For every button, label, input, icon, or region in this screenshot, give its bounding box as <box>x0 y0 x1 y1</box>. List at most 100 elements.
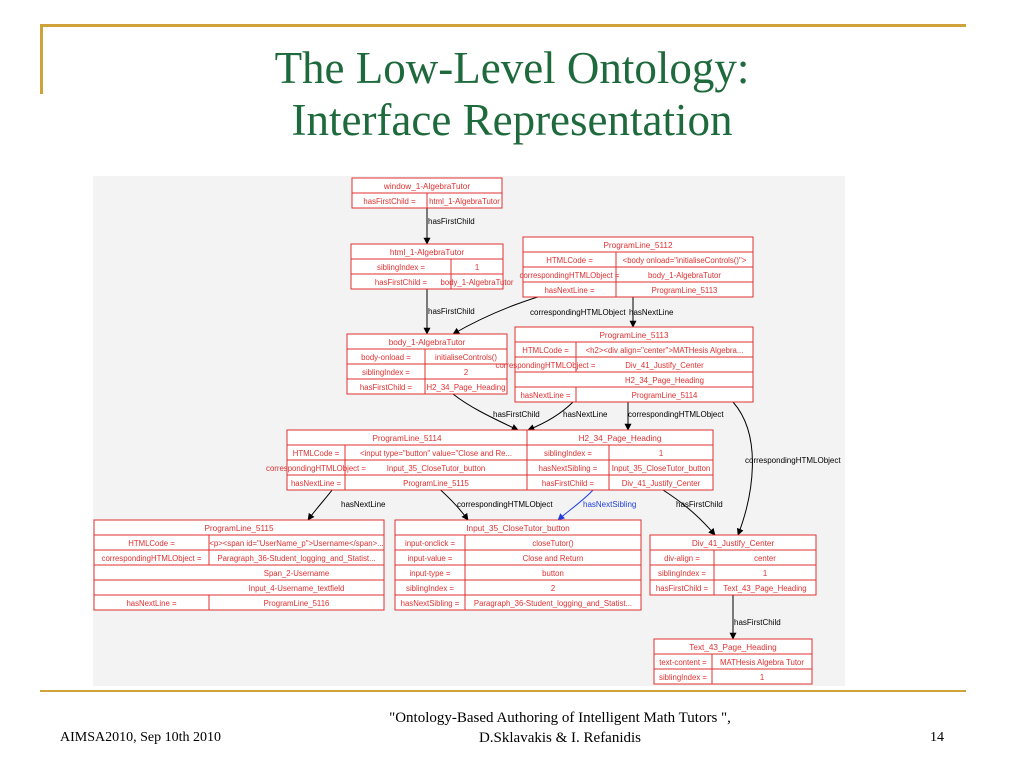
node-title: ProgramLine_5114 <box>372 434 441 443</box>
property-name: siblingIndex = <box>658 569 706 578</box>
property-value: closeTutor() <box>532 539 574 548</box>
property-name: body-onload = <box>361 353 411 362</box>
property-value: Input_35_CloseTutor_button <box>387 464 486 473</box>
edge-label: hasFirstChild <box>734 618 781 627</box>
property-name: hasFirstChild = <box>360 383 413 392</box>
node-box <box>514 326 754 403</box>
footer-divider <box>40 690 966 692</box>
property-name: div-align = <box>664 554 700 563</box>
node-title: Div_41_Justify_Center <box>692 539 775 548</box>
property-value: center <box>754 554 776 563</box>
edge-e7: correspondingHTMLObject <box>624 402 724 431</box>
property-value: Paragraph_36-Student_logging_and_Statist… <box>474 599 632 608</box>
node-input35: Input_35_CloseTutor_buttoninput-onclick … <box>394 519 642 611</box>
property-value: <body onload="initialiseControls()"> <box>623 256 747 265</box>
property-name: correspondingHTMLObject = <box>102 554 202 563</box>
property-value: <p><span id="UserName_p">Username</span>… <box>209 539 383 548</box>
property-name: correspondingHTMLObject = <box>266 464 366 473</box>
edge-line <box>527 401 574 431</box>
property-value: Input_35_CloseTutor_button <box>612 464 711 473</box>
edge-e8: correspondingHTMLObject <box>732 401 841 536</box>
property-value: Close and Return <box>523 554 584 563</box>
property-value: 1 <box>760 673 764 682</box>
edge-line <box>557 489 594 521</box>
property-name: hasNextLine = <box>126 599 177 608</box>
property-name: correspondingHTMLObject = <box>496 361 596 370</box>
edge-e13: hasFirstChild <box>729 595 781 640</box>
property-name: siblingIndex = <box>362 368 410 377</box>
property-name: hasNextSibling = <box>539 464 598 473</box>
property-name: HTMLCode = <box>522 346 569 355</box>
edge-label: correspondingHTMLObject <box>530 308 626 317</box>
edge-label: hasFirstChild <box>493 410 540 419</box>
edge-label: hasNextLine <box>341 500 386 509</box>
property-value: Text_43_Page_Heading <box>723 584 806 593</box>
node-div41: Div_41_Justify_Center div-align = center si… <box>649 534 817 596</box>
node-title: ProgramLine_5113 <box>599 331 668 340</box>
edge-label: correspondingHTMLObject <box>628 410 724 419</box>
property-name: input-onclick = <box>405 539 456 548</box>
edge-e1: hasFirstChild <box>423 208 475 245</box>
property-value: ProgramLine_5115 <box>403 479 469 488</box>
slide-title: The Low-Level Ontology: Interface Repres… <box>0 42 1024 146</box>
property-value: Paragraph_36-Student_logging_and_Statist… <box>217 554 375 563</box>
property-value: ProgramLine_5114 <box>632 391 698 400</box>
property-name: HTMLCode = <box>128 539 175 548</box>
title-line-1: The Low-Level Ontology: <box>274 43 750 93</box>
node-title: body_1-AlgebraTutor <box>389 338 466 347</box>
property-name: siblingIndex = <box>659 673 707 682</box>
property-value: MATHesis Algebra Tutor <box>720 658 804 667</box>
edge-label: hasNextLine <box>629 308 674 317</box>
node-title: ProgramLine_5115 <box>204 524 273 533</box>
edge-line <box>662 489 716 536</box>
property-name: hasNextLine = <box>291 479 342 488</box>
property-name: siblingIndex = <box>406 584 454 593</box>
property-value: 1 <box>475 263 479 272</box>
node-box <box>653 638 813 685</box>
property-value: ProgramLine_5113 <box>652 286 718 295</box>
footer-citation-authors: D.Sklavakis & I. Refanidis <box>478 730 642 746</box>
edge-e11: hasNextSibling <box>557 489 636 521</box>
property-value: Div_41_Justify_Center <box>625 361 704 370</box>
ontology-diagram: hasFirstChild hasFirstChild correspondingH… <box>93 176 845 686</box>
property-name: siblingIndex = <box>544 449 592 458</box>
edge-label: correspondingHTMLObject <box>745 456 841 465</box>
top-accent-line <box>40 24 966 27</box>
property-name: hasFirstChild = <box>542 479 595 488</box>
property-name: hasFirstChild = <box>363 197 416 206</box>
property-name: input-value = <box>408 554 453 563</box>
property-name: hasNextSibling = <box>401 599 460 608</box>
property-value: 2 <box>464 368 468 377</box>
property-value: H2_34_Page_Heading <box>427 383 506 392</box>
property-value: <input type="button" value="Close and Re… <box>360 449 512 458</box>
node-title: html_1-AlgebraTutor <box>390 248 465 257</box>
property-value: Input_4-Username_textfield <box>249 584 345 593</box>
property-name: HTMLCode = <box>293 449 340 458</box>
property-value: H2_34_Page_Heading <box>625 376 704 385</box>
property-name: correspondingHTMLObject = <box>520 271 620 280</box>
property-value: 1 <box>763 569 767 578</box>
edge-line <box>452 393 519 431</box>
property-name: HTMLCode = <box>546 256 593 265</box>
footer-citation: "Ontology-Based Authoring of Intelligent… <box>330 708 790 748</box>
title-line-2: Interface Representation <box>291 95 733 145</box>
edge-label: hasFirstChild <box>428 217 475 226</box>
edge-label: hasNextLine <box>563 410 608 419</box>
property-name: input-type = <box>410 569 451 578</box>
node-title: H2_34_Page_Heading <box>579 434 662 443</box>
property-value: 1 <box>659 449 663 458</box>
property-value: initialiseControls() <box>435 353 497 362</box>
edge-label: hasFirstChild <box>428 307 475 316</box>
edge-label: correspondingHTMLObject <box>457 500 553 509</box>
property-name: hasFirstChild = <box>375 278 428 287</box>
footer-citation-title: "Ontology-Based Authoring of Intelligent… <box>389 710 731 726</box>
left-accent-bar <box>40 24 43 94</box>
edge-e5: hasFirstChild <box>452 393 540 431</box>
property-name: hasNextLine = <box>544 286 595 295</box>
